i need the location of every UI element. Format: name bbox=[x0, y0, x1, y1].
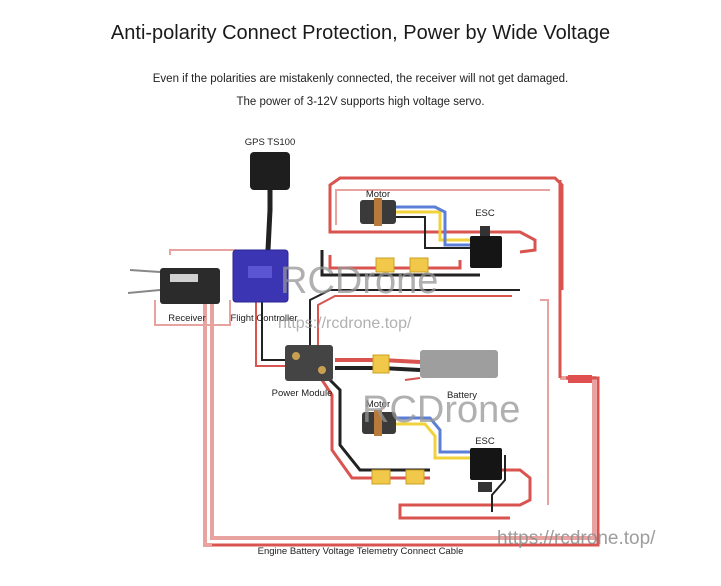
wire-bottom-esc-loop bbox=[398, 468, 532, 520]
wire-top-loop-inner bbox=[335, 189, 550, 225]
gps-cable bbox=[265, 190, 273, 251]
battery-body bbox=[420, 350, 498, 378]
motor-bottom-ring bbox=[374, 410, 382, 436]
wire-pm-up-red bbox=[317, 295, 512, 345]
label-gps: GPS TS100 bbox=[245, 137, 296, 148]
wire-top-esc-red bbox=[328, 225, 537, 254]
watermark-url: https://rcdrone.top/ bbox=[278, 315, 412, 332]
receiver-body bbox=[160, 268, 220, 304]
wire-receiver-loop bbox=[154, 300, 231, 326]
xt-connector bbox=[409, 257, 429, 273]
label-motor-top: Motor bbox=[366, 189, 390, 200]
wire-fc-to-pm-red bbox=[255, 300, 285, 367]
wire-bottom-motor-blue bbox=[395, 416, 470, 454]
label-flight-controller: Flight Controller bbox=[230, 313, 297, 324]
receiver-label bbox=[170, 274, 198, 282]
esc-top-cap bbox=[480, 226, 490, 236]
wire-bottom-motor-yellow bbox=[395, 422, 470, 460]
wire-top-motor-yellow bbox=[395, 210, 470, 242]
label-motor-bottom: Motor bbox=[366, 399, 390, 410]
power-module-pad bbox=[292, 352, 300, 360]
wire-receiver-to-fc bbox=[169, 249, 241, 261]
xt-connector bbox=[568, 375, 592, 383]
label-battery: Battery bbox=[447, 390, 477, 401]
wire-pm-up-black bbox=[309, 289, 520, 345]
label-esc-bottom: ESC bbox=[475, 436, 495, 447]
motor-top-ring bbox=[374, 198, 382, 226]
wire-right-return bbox=[540, 299, 549, 505]
watermark-brand: RCDrone bbox=[362, 389, 520, 431]
xt-connector bbox=[372, 354, 390, 374]
wire-top-esc-black bbox=[320, 250, 480, 277]
wire-fc-to-pm bbox=[261, 300, 285, 361]
esc-top-body bbox=[470, 236, 502, 268]
power-module-board bbox=[285, 345, 333, 381]
wire-top-motor-blue bbox=[395, 205, 470, 247]
gps-module bbox=[250, 152, 290, 190]
wire-top-loop bbox=[328, 176, 564, 290]
wire-battery-balance bbox=[404, 377, 421, 381]
esc-bottom-body bbox=[470, 448, 502, 480]
watermark-brand: RCDrone bbox=[280, 260, 438, 302]
flight-controller-chip bbox=[248, 266, 272, 278]
power-module-pad bbox=[318, 366, 326, 374]
subtitle-line-1: Even if the polarities are mistakenly co… bbox=[152, 73, 569, 85]
watermark-url: https://rcdrone.top/ bbox=[497, 528, 656, 549]
xt-connector bbox=[371, 469, 391, 485]
subtitle-line-2: The power of 3-12V supports high voltage… bbox=[236, 96, 485, 108]
bottom-caption: Engine Battery Voltage Telemetry Connect… bbox=[257, 546, 464, 557]
xt-connector bbox=[375, 257, 395, 273]
label-esc-top: ESC bbox=[475, 208, 495, 219]
wire-top-motor-black bbox=[395, 216, 470, 249]
esc-bottom-cap bbox=[478, 482, 492, 492]
wire-bottom-esc-black bbox=[491, 455, 506, 512]
label-power-module: Power Module bbox=[272, 388, 333, 399]
receiver-antenna bbox=[127, 269, 161, 294]
page-title: Anti-polarity Connect Protection, Power … bbox=[110, 22, 611, 44]
label-receiver: Receiver bbox=[168, 313, 206, 324]
xt-connector bbox=[405, 469, 425, 485]
wire-top-esc-to-pm bbox=[328, 255, 462, 270]
